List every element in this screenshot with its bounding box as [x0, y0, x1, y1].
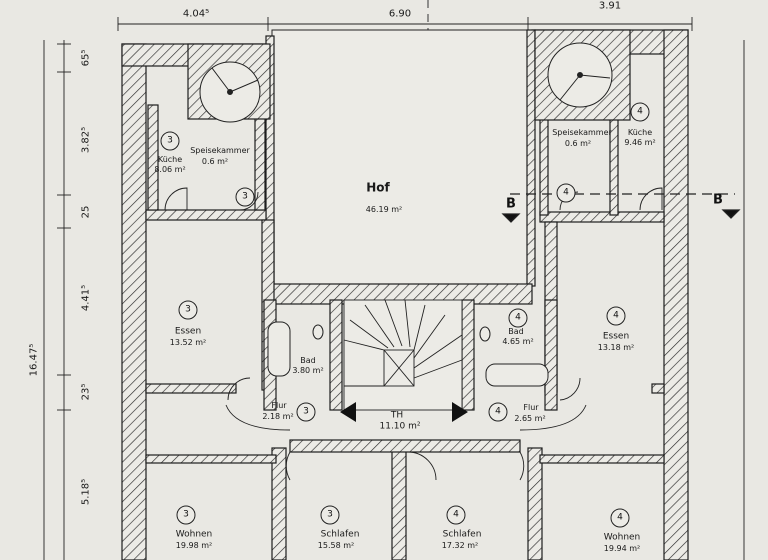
dim-left-seg-2: 3.82⁵	[80, 126, 92, 154]
section-label-right: B	[713, 192, 723, 208]
unit-marker-bad-right: 4	[508, 308, 528, 328]
unit-marker-schlafen-right: 4	[446, 505, 466, 525]
room-area-schlafen-right: 17.32 m²	[441, 540, 479, 550]
main-staircase	[343, 299, 463, 411]
room-area-bad-left: 3.80 m²	[292, 365, 324, 375]
room-name-essen-left: Essen	[174, 326, 202, 337]
unit-marker-flur-right: 4	[488, 402, 508, 422]
dim-top-1: 4.04⁵	[182, 8, 210, 20]
room-area-speisekammer-left: 0.6 m²	[201, 156, 229, 166]
room-name-speisekammer-right: Speisekammer	[552, 127, 612, 137]
section-label-left: B	[506, 196, 516, 212]
door-swings	[164, 187, 663, 481]
room-name-speisekammer-left: Speisekammer	[190, 145, 250, 155]
room-area-wohnen-right: 19.94 m²	[603, 543, 641, 553]
room-name-schlafen-right: Schlafen	[442, 529, 482, 540]
dim-left-seg-5: 23⁵	[80, 383, 92, 401]
dim-top-2: 6.90	[388, 8, 412, 20]
unit-marker-wc-left: 3	[235, 187, 255, 207]
unit-marker-spk-right: 4	[556, 183, 576, 203]
room-name-hof: Hof	[366, 180, 390, 195]
dim-left-seg-6: 5.18⁵	[80, 478, 92, 506]
room-area-schlafen-left: 15.58 m²	[317, 540, 355, 550]
dim-left-seg-1: 65⁵	[80, 49, 92, 67]
unit-marker-wohnen-right: 4	[610, 508, 630, 528]
room-name-flur-right: Flur	[523, 402, 539, 412]
arrow-right-icon	[452, 402, 468, 422]
room-name-bad-right: Bad	[508, 326, 524, 336]
spiral-stair-right	[547, 42, 613, 108]
dimension-lines	[43, 0, 745, 560]
room-area-flur-right: 2.65 m²	[514, 413, 546, 423]
unit-marker-essen-right: 4	[606, 306, 626, 326]
room-name-schlafen-left: Schlafen	[320, 529, 360, 540]
spiral-stair-left	[199, 61, 261, 123]
room-name-bad-left: Bad	[300, 355, 316, 365]
unit-marker-schlafen-left: 3	[320, 505, 340, 525]
room-area-essen-left: 13.52 m²	[169, 337, 207, 347]
unit-marker-kueche-left: 3	[160, 131, 180, 151]
room-area-flur-left: 2.18 m²	[262, 411, 294, 421]
room-name-wohnen-right: Wohnen	[603, 532, 641, 543]
bathtubs	[267, 321, 549, 387]
room-area-kueche-right: 9.46 m²	[624, 137, 656, 147]
unit-marker-kueche-right: 4	[630, 102, 650, 122]
room-area-hof: 46.19 m²	[365, 204, 403, 214]
room-name-kueche-right: Küche	[627, 127, 653, 137]
dim-left-seg-3: 25	[80, 205, 92, 219]
section-cut-b	[501, 193, 741, 223]
room-area-th: 11.10 m²	[379, 421, 421, 432]
room-name-flur-left: Flur	[271, 400, 287, 410]
room-name-wohnen-left: Wohnen	[175, 529, 213, 540]
room-name-essen-right: Essen	[602, 331, 630, 342]
unit-marker-wohnen-left: 3	[176, 505, 196, 525]
room-area-kueche-left: 8.06 m²	[154, 164, 186, 174]
unit-marker-flur-left: 3	[296, 402, 316, 422]
room-name-th: TH	[390, 410, 404, 421]
room-area-essen-right: 13.18 m²	[597, 342, 635, 352]
room-area-speisekammer-right: 0.6 m²	[564, 138, 592, 148]
dim-top-3: 3.91	[598, 0, 622, 12]
room-area-wohnen-left: 19.98 m²	[175, 540, 213, 550]
arrow-left-icon	[340, 402, 356, 422]
unit-marker-essen-left: 3	[178, 300, 198, 320]
dim-left-total: 16.47⁵	[28, 343, 40, 377]
courtyard	[271, 29, 529, 285]
dim-left-seg-4: 4.41⁵	[80, 284, 92, 312]
room-name-kueche-left: Küche	[157, 154, 183, 164]
room-area-bad-right: 4.65 m²	[502, 336, 534, 346]
